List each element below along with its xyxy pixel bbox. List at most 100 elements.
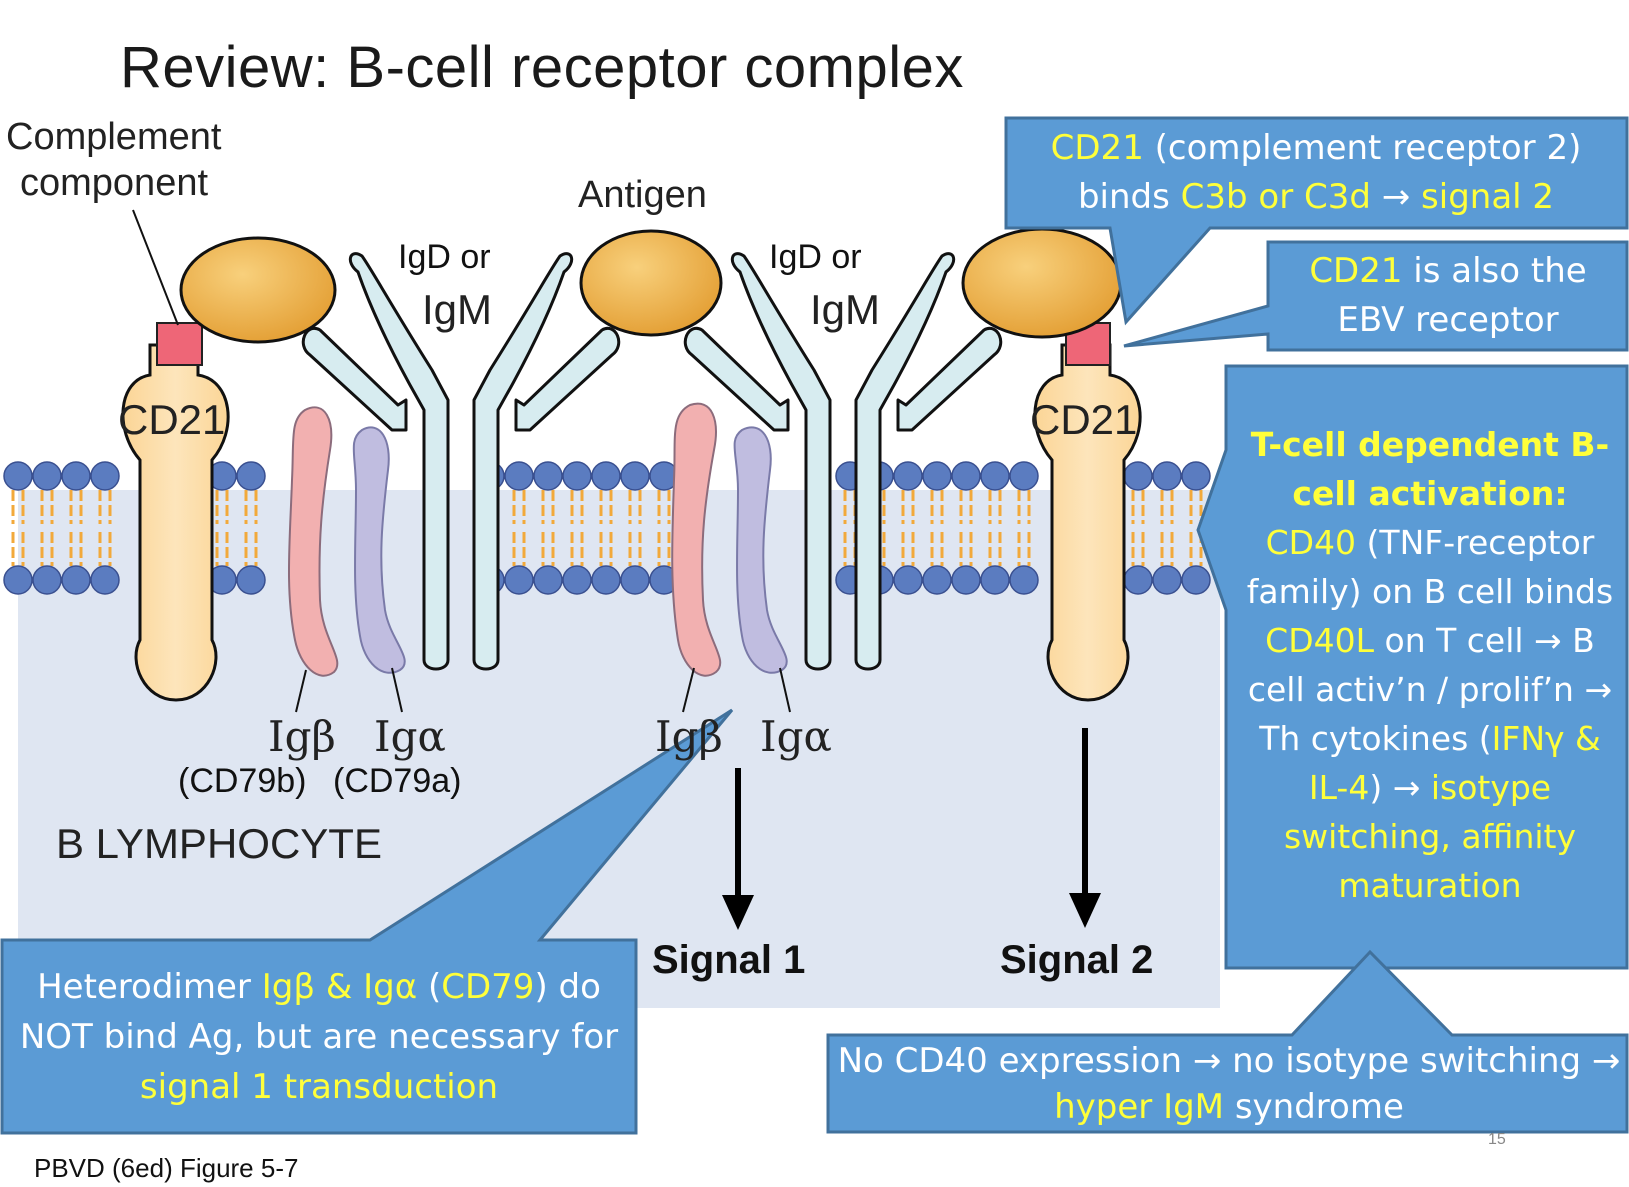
membrane-ig-2	[683, 252, 1003, 671]
lipid-head	[32, 461, 62, 491]
lipid-head	[1181, 461, 1211, 491]
lipid-head	[90, 565, 120, 595]
b-lymphocyte-label: B LYMPHOCYTE	[56, 820, 382, 867]
signal-1-label: Signal 1	[652, 938, 806, 982]
igd-left-line1: IgD or	[398, 238, 491, 276]
ig-alpha-left	[352, 426, 406, 674]
lipid-head	[1009, 565, 1039, 595]
signal-1-arrow	[722, 768, 754, 930]
signal2-highlight: signal 2	[1421, 177, 1555, 217]
cd21-arrow: →	[1370, 177, 1422, 217]
ig-beta-left	[287, 406, 339, 677]
callout-cd79-shape	[0, 708, 734, 1135]
iga-mid-pointer	[779, 667, 791, 713]
callout-cd21-shape	[1004, 116, 1629, 326]
igb-left-pointer	[295, 669, 307, 713]
ebv-cd21-highlight: CD21	[1309, 251, 1403, 291]
lipid-head	[562, 461, 592, 491]
lipid-head	[893, 565, 923, 595]
lipid-head	[1181, 565, 1211, 595]
antigen-left	[179, 236, 337, 344]
complement-label-line2: component	[20, 162, 209, 204]
lipid-head	[620, 461, 650, 491]
lipid-head	[3, 565, 33, 595]
lipid-head	[533, 461, 563, 491]
igd-right-line1: IgD or	[769, 238, 862, 276]
cd21-left	[121, 322, 230, 702]
lipid-head	[32, 565, 62, 595]
tcell-desc-3: ) →	[1369, 768, 1431, 807]
lipid-head	[922, 461, 952, 491]
cd21-right-label: CD21	[1030, 396, 1138, 443]
signal-2-arrow	[1069, 728, 1101, 928]
cd40-highlight: CD40	[1265, 523, 1357, 562]
cd21-highlight: CD21	[1050, 128, 1144, 168]
tcell-heading: T-cell dependent B-cell activation:	[1250, 425, 1610, 513]
callout-cd79-text: Heterodimer Igβ & Igα (CD79) do NOT bind…	[12, 962, 626, 1112]
isotype-switching-highlight: isotype switching, affinity maturation	[1283, 768, 1577, 905]
igb-left-label: Igβ	[268, 712, 336, 761]
ebv-desc: is also the EBV receptor	[1337, 251, 1587, 340]
callout-ebv-text: CD21 is also the EBV receptor	[1278, 247, 1618, 345]
cd21-left-label: CD21	[118, 396, 226, 443]
lipid-head	[562, 565, 592, 595]
cytokines-highlight: IFNγ & IL-4	[1308, 719, 1601, 807]
lipid-head	[1152, 565, 1182, 595]
igb-iga-highlight: Igβ & Igα	[261, 967, 418, 1007]
igb-mid-label: Igβ	[655, 712, 723, 761]
tcell-desc-1: (TNF-receptor family) on B cell binds	[1246, 523, 1614, 611]
callout-cd21-text: CD21 (complement receptor 2) binds C3b o…	[1016, 124, 1616, 222]
lipid-head	[980, 461, 1010, 491]
lipid-head	[504, 565, 534, 595]
igb-mid-pointer	[682, 667, 695, 713]
cd79b-label: (CD79b)	[178, 762, 307, 800]
callout-cd40-text: No CD40 expression → no isotype switchin…	[836, 1038, 1622, 1130]
cd79-paren-open: (	[417, 967, 442, 1007]
lipid-head	[951, 461, 981, 491]
lipid-head	[236, 461, 266, 491]
callout-tcell-text: T-cell dependent B-cell activation: CD40…	[1236, 420, 1624, 910]
lipid-head	[61, 565, 91, 595]
lipid-head	[1123, 565, 1153, 595]
membrane-ig-1	[301, 252, 621, 671]
lipid-head	[3, 461, 33, 491]
lipid-head	[893, 461, 923, 491]
hyper-igm-highlight: hyper IgM	[1054, 1087, 1225, 1127]
antigen-middle	[579, 229, 723, 337]
signal1-transduction-highlight: signal 1 transduction	[139, 1067, 499, 1107]
lipid-head	[504, 461, 534, 491]
c3b-highlight: C3b or C3d	[1180, 177, 1371, 217]
cd40l-highlight: CD40L	[1265, 621, 1375, 660]
iga-mid-label: Igα	[760, 712, 832, 761]
ig-beta-middle	[671, 402, 722, 677]
igd-right-line2: IgM	[810, 286, 881, 333]
callout-ebv-shape	[1123, 240, 1629, 352]
lipid-head	[591, 461, 621, 491]
antigen-right	[961, 227, 1123, 339]
lipid-head	[61, 461, 91, 491]
lipid-head	[922, 565, 952, 595]
lipid-head	[1009, 461, 1039, 491]
cd40-desc: No CD40 expression → no isotype switchin…	[837, 1041, 1621, 1081]
callout-tcell-shape	[1196, 364, 1629, 970]
lipid-head	[591, 565, 621, 595]
slide-title: Review: B-cell receptor complex	[120, 35, 964, 100]
igd-left-line2: IgM	[422, 286, 493, 333]
signal-2-label: Signal 2	[1000, 938, 1154, 982]
complement-label-line1: Complement	[6, 116, 222, 158]
tcell-desc-2: on T cell → B cell activ’n / prolif’n → …	[1247, 621, 1613, 758]
syndrome-text: syndrome	[1224, 1087, 1404, 1127]
lipid-head	[1123, 461, 1153, 491]
callout-cd40-shape	[826, 949, 1629, 1134]
figure-source: PBVD (6ed) Figure 5-7	[34, 1153, 299, 1183]
lipid-head	[980, 565, 1010, 595]
cd79-desc-2: ) do NOT bind Ag, but are necessary for	[19, 967, 619, 1057]
cd21-right	[1033, 322, 1142, 702]
cd79a-label: (CD79a)	[333, 762, 462, 800]
antigen-label: Antigen	[578, 174, 707, 216]
lipid-head	[90, 461, 120, 491]
page-number: 15	[1488, 1131, 1506, 1148]
lipid-head	[533, 565, 563, 595]
